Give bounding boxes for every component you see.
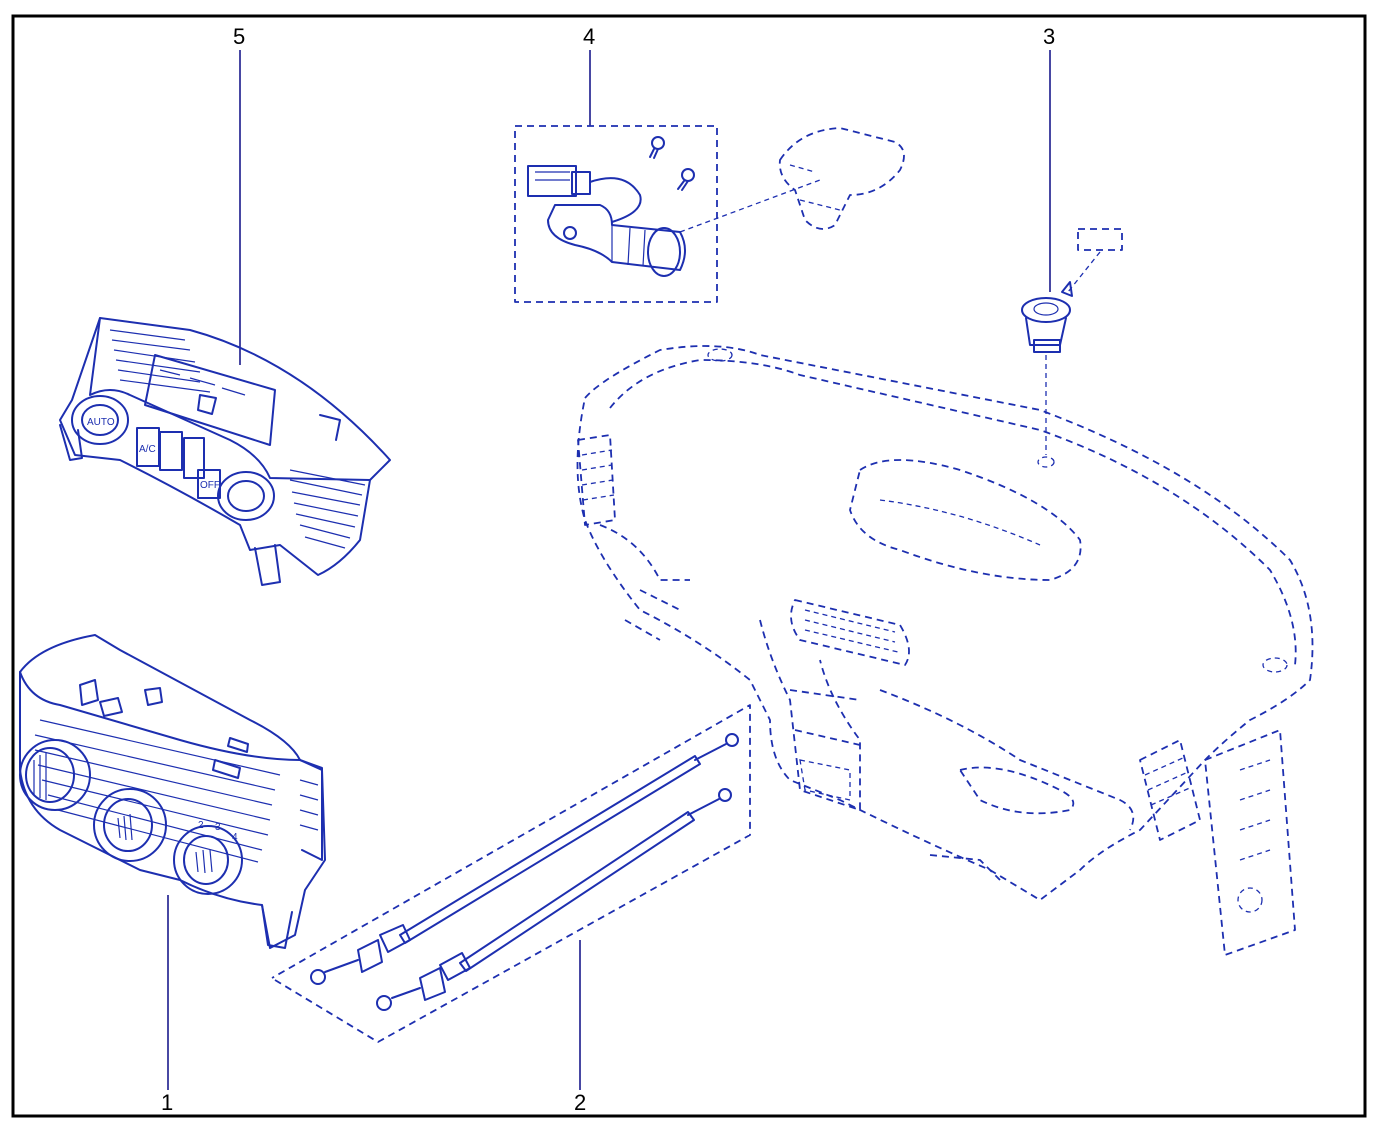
screw-icon (677, 168, 695, 191)
temp-knob (19, 739, 91, 811)
fan-speed-knob: 2 3 4 (173, 820, 243, 895)
screw-icon (649, 136, 665, 159)
callout-1: 1 (161, 1090, 173, 1115)
ac-label: A/C (139, 444, 156, 455)
callout-3: 3 (1043, 24, 1055, 49)
panel-5-outline (59, 317, 391, 576)
sensor-head (1021, 297, 1071, 323)
part-2-cables-group (271, 704, 751, 1043)
actuator-end-cap (647, 227, 681, 277)
part-5-climate-panel: AUTO A/C OFF (59, 317, 391, 586)
sensor-ref-box (1077, 228, 1123, 251)
fan-speed-number: 4 (232, 832, 238, 843)
auto-label: AUTO (87, 417, 115, 428)
panel-1-outline (19, 634, 326, 949)
off-label: OFF (200, 480, 220, 491)
dashboard-hood (849, 459, 1082, 581)
fan-knob (217, 471, 275, 521)
callout-2: 2 (574, 1090, 586, 1115)
center-vent (790, 599, 910, 666)
off-button (197, 469, 221, 499)
actuator-mount-ghost (778, 127, 905, 230)
control-cable-2 (376, 788, 732, 1011)
diagram-frame (11, 14, 1367, 1118)
callout-4: 4 (583, 24, 595, 49)
auto-knob: AUTO (71, 395, 129, 445)
part-4-dashed-box (514, 125, 718, 303)
dashboard-ghost (576, 345, 1314, 956)
actuator-body (547, 204, 686, 271)
panel-display (144, 354, 276, 446)
part-1-climate-panel: 2 3 4 (19, 634, 326, 949)
callout-5: 5 (233, 24, 245, 49)
part-3-sensor-group (1021, 228, 1123, 468)
actuator-connector (527, 165, 577, 197)
mode-knob (93, 788, 167, 862)
part-4-actuator-group (514, 125, 905, 303)
dashboard-outline (576, 345, 1314, 901)
fan-speed-number: 2 (198, 820, 204, 831)
part-2-dashed-box (271, 704, 751, 1043)
fan-speed-number: 3 (215, 822, 221, 833)
control-cable-1 (310, 733, 739, 985)
